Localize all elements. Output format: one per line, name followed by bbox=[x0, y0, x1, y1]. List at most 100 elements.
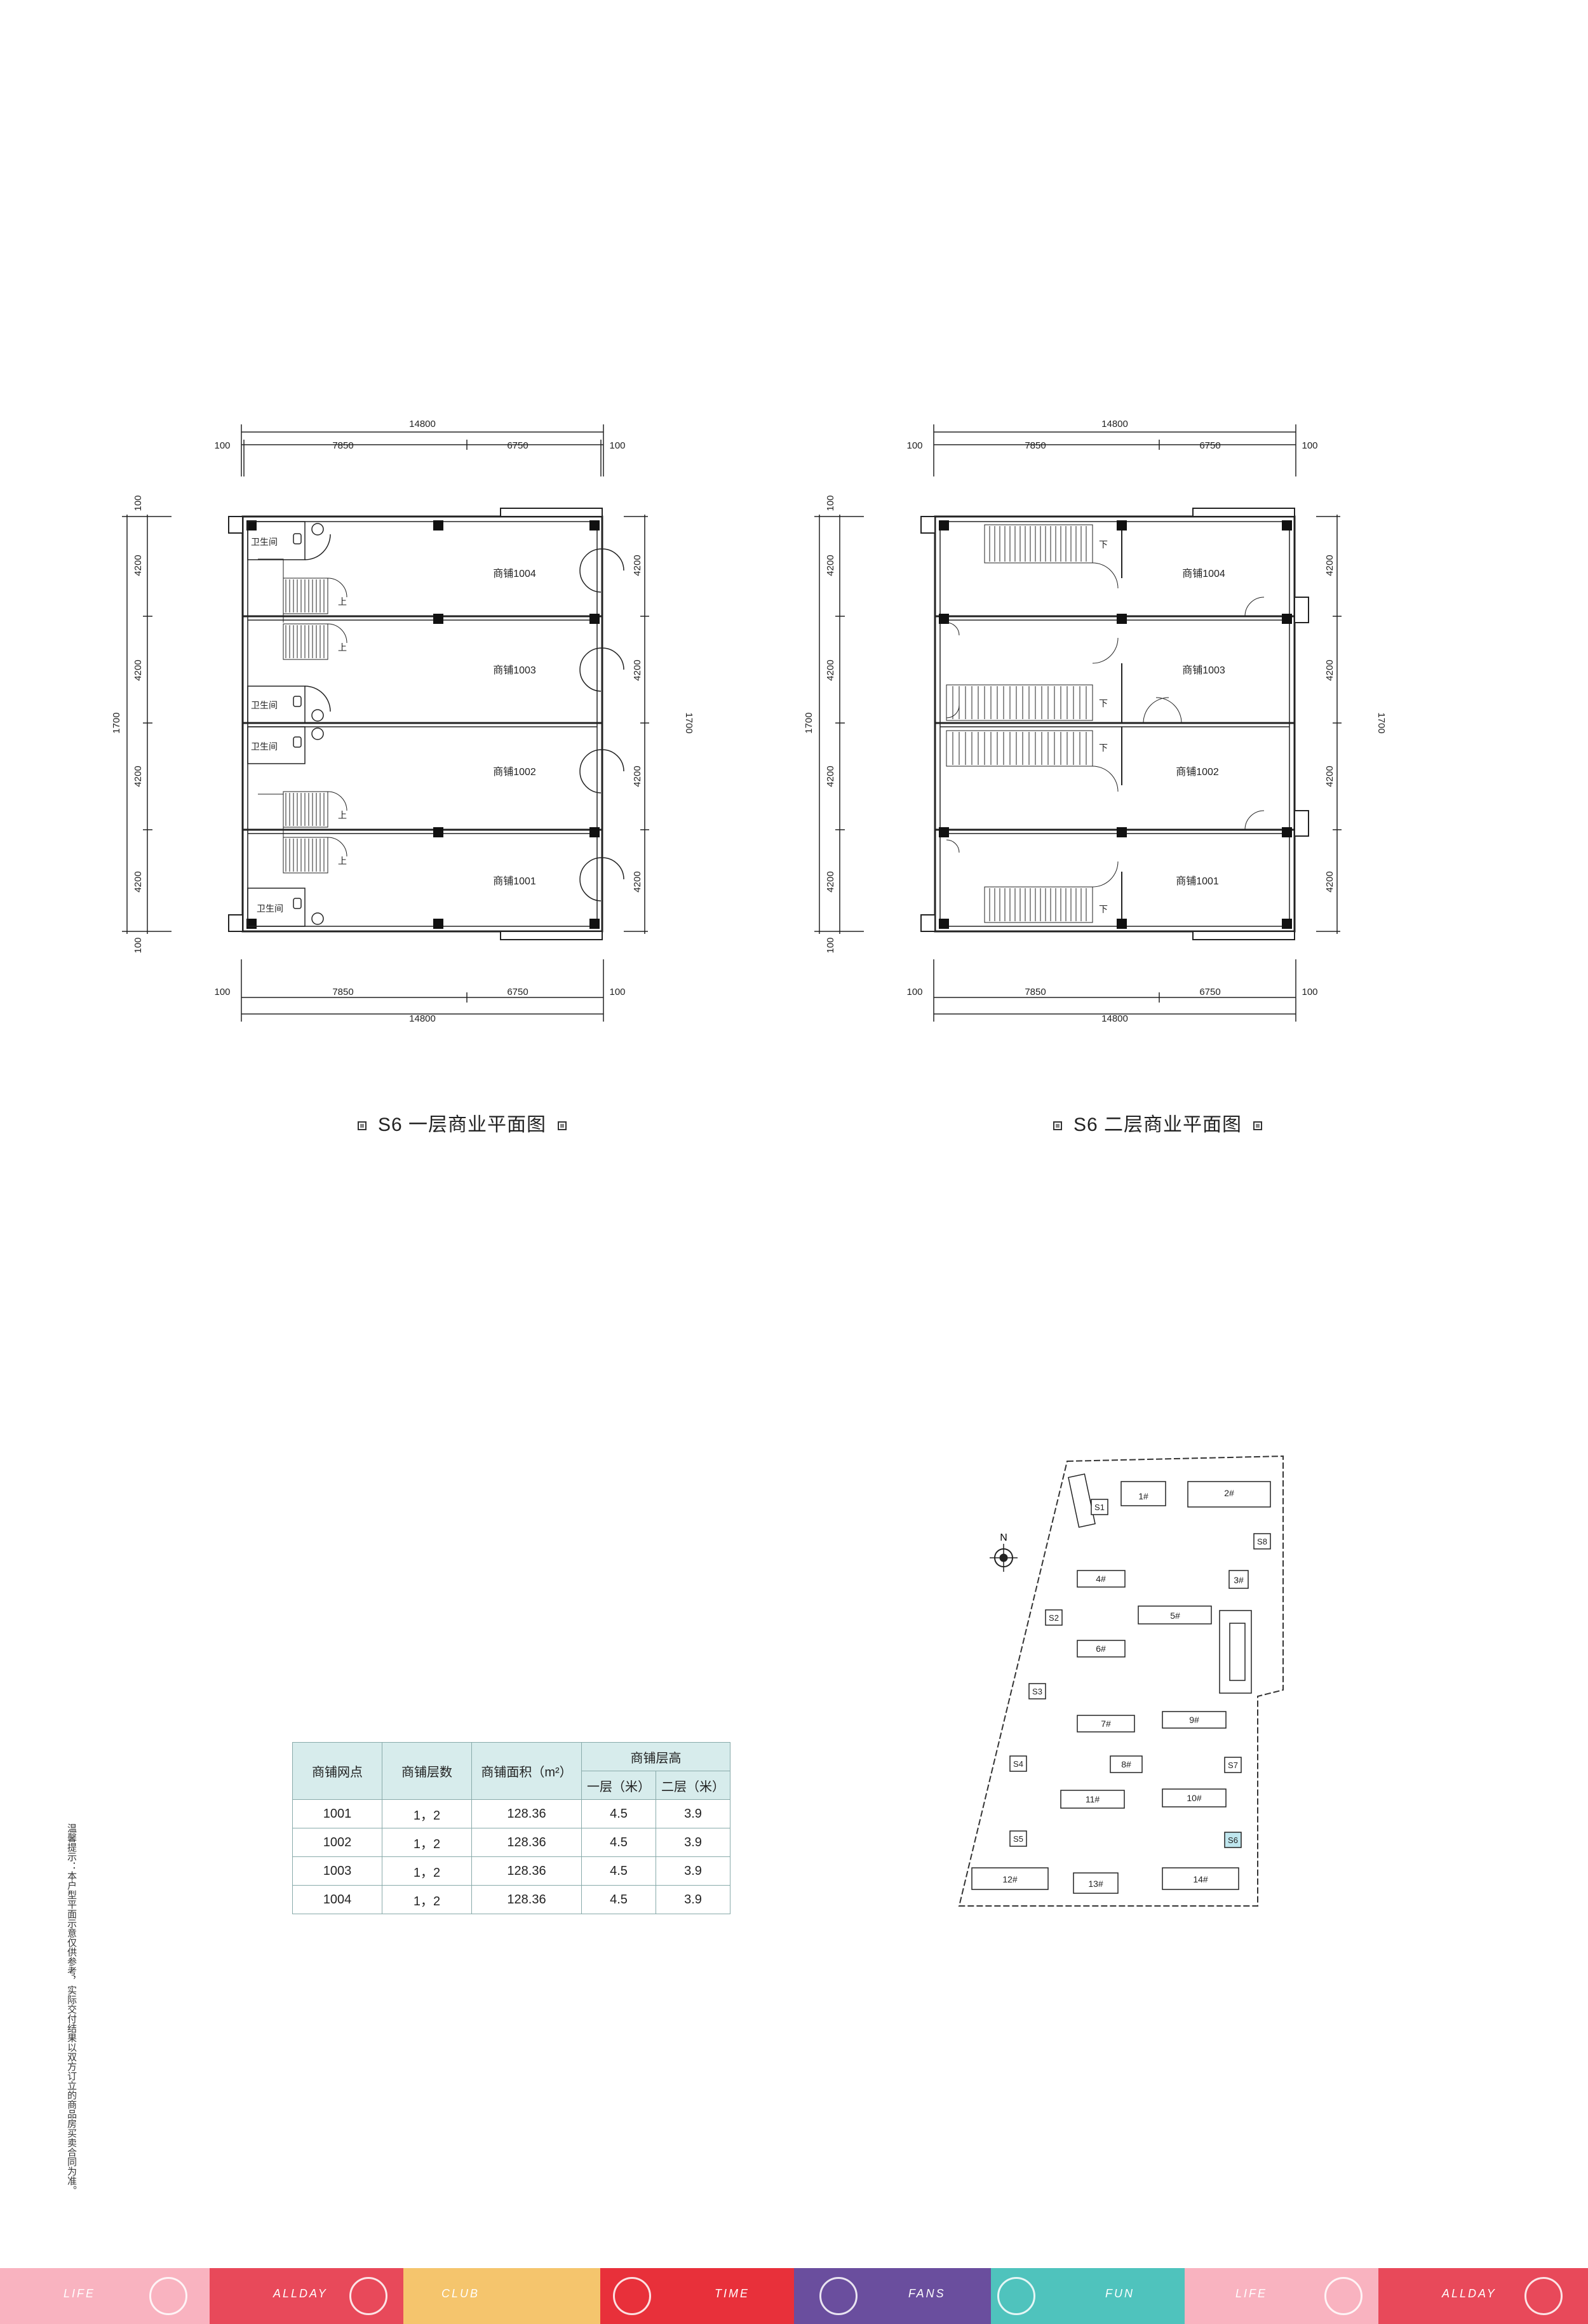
bldg-12: 12# bbox=[1002, 1874, 1018, 1884]
footer-label-fans: FANS bbox=[908, 2287, 946, 2300]
plan1-title-bullet-right bbox=[558, 1121, 567, 1131]
plan2-shop-1003: 商铺1003 bbox=[1182, 665, 1225, 676]
footer-seg-time: TIME bbox=[600, 2268, 794, 2324]
plan1-dim-bay-r1: 4200 bbox=[632, 555, 643, 576]
plan2-dim-right-bottom: 6750 bbox=[1199, 987, 1220, 997]
plan2-shop-1004: 商铺1004 bbox=[1182, 568, 1225, 579]
bldg-11: 11# bbox=[1086, 1794, 1100, 1804]
col-floors: 商铺层数 bbox=[382, 1742, 472, 1800]
bldg-9: 9# bbox=[1189, 1715, 1199, 1725]
col-height: 商铺层高 bbox=[581, 1742, 730, 1771]
cell-h1: 4.5 bbox=[581, 1856, 656, 1886]
cell-unit: 1004 bbox=[292, 1885, 382, 1914]
plan1-dim-left-bottom: 7850 bbox=[332, 987, 353, 997]
footer-band: LIFE ALLDAY CLUB TIME FANS FUN LIFE ALLD… bbox=[0, 2268, 1588, 2324]
table-row: 1001 1，2 128.36 4.5 3.9 bbox=[292, 1799, 730, 1828]
plan2-stair-down-3: 下 bbox=[1099, 743, 1108, 753]
plan2-stair-down-4: 下 bbox=[1099, 904, 1108, 914]
plan1-wc-1: 卫生间 bbox=[251, 537, 278, 547]
shop-s3: S3 bbox=[1032, 1687, 1042, 1696]
cell-floors: 1，2 bbox=[382, 1828, 472, 1857]
plan1-dim-total-top: 14800 bbox=[409, 419, 436, 429]
shop-s6-highlight: S6 bbox=[1228, 1835, 1238, 1845]
floor-plan-1: 14800 7850 6750 100 100 1700 4200 4200 4… bbox=[108, 413, 694, 1036]
cell-h1: 4.5 bbox=[581, 1885, 656, 1914]
plan2-dim-total-top: 14800 bbox=[1101, 419, 1128, 429]
plan2-dim-margin-tr: 100 bbox=[1302, 440, 1317, 451]
cell-area: 128.36 bbox=[471, 1799, 582, 1828]
plan1-dim-margin-tl: 100 bbox=[214, 440, 230, 451]
plan1-stair-up-1: 上 bbox=[338, 597, 347, 607]
col-h2: 二层（米） bbox=[656, 1771, 730, 1800]
footer-seg-fans: FANS bbox=[794, 2268, 991, 2324]
site-plan: N 1# 2# 3# 4# 5# 6# 7# 8# 9# 10# 11# 12#… bbox=[953, 1449, 1309, 1935]
plan1-dim-bay-r2: 4200 bbox=[632, 659, 643, 680]
plan2-dim-vertical-total-right: 1700 bbox=[1376, 712, 1387, 733]
plan2-title-text: S6 二层商业平面图 bbox=[1073, 1114, 1242, 1135]
plan2-dim-vertical-total: 1700 bbox=[804, 712, 814, 733]
plan2-dim-margin-br: 100 bbox=[1302, 987, 1317, 997]
cell-floors: 1，2 bbox=[382, 1885, 472, 1914]
bldg-3: 3# bbox=[1234, 1575, 1244, 1585]
table-row: 1002 1，2 128.36 4.5 3.9 bbox=[292, 1828, 730, 1857]
cell-floors: 1，2 bbox=[382, 1799, 472, 1828]
plan2-dim-bay-r1: 4200 bbox=[1324, 555, 1335, 576]
plan2-shop-1001: 商铺1001 bbox=[1176, 875, 1219, 887]
cell-area: 128.36 bbox=[471, 1885, 582, 1914]
footer-seg-allday: ALLDAY bbox=[210, 2268, 403, 2324]
plan1-dim-bay-r3: 4200 bbox=[632, 766, 643, 787]
plan2-dim-left-top: 7850 bbox=[1025, 440, 1046, 451]
eye-icon bbox=[1324, 2277, 1363, 2315]
plan1-shop-1003: 商铺1003 bbox=[493, 665, 536, 676]
plan1-shop-1002: 商铺1002 bbox=[493, 766, 536, 778]
plan1-stair-up-4: 上 bbox=[338, 856, 347, 866]
bldg-8: 8# bbox=[1121, 1759, 1131, 1769]
plan1-wc-3: 卫生间 bbox=[251, 741, 278, 752]
plan2-dim-edge-bottom: 100 bbox=[825, 937, 836, 953]
plan1-title-bullet-left bbox=[358, 1121, 367, 1131]
plan2-stair-down-1: 下 bbox=[1099, 539, 1108, 550]
footer-label-time: TIME bbox=[715, 2287, 750, 2300]
shop-s7: S7 bbox=[1228, 1760, 1238, 1770]
plan2-title-bullet-left bbox=[1053, 1121, 1062, 1131]
bldg-1: 1# bbox=[1138, 1491, 1148, 1501]
plan2-dim-left-bottom: 7850 bbox=[1025, 987, 1046, 997]
plan1-wc-4: 卫生间 bbox=[257, 903, 283, 914]
footer-label-fun: FUN bbox=[1105, 2287, 1134, 2300]
footer-seg-fun: FUN bbox=[991, 2268, 1185, 2324]
north-label: N bbox=[1000, 1532, 1007, 1543]
shop-s2: S2 bbox=[1049, 1613, 1059, 1623]
plan1-stair-up-3: 上 bbox=[338, 810, 347, 820]
plan2-dim-bay-r3: 4200 bbox=[1324, 766, 1335, 787]
plan2-stair-down-2: 下 bbox=[1099, 698, 1108, 708]
plan1-dim-right-bottom: 6750 bbox=[507, 987, 528, 997]
footer-seg-life: LIFE bbox=[0, 2268, 210, 2324]
cell-floors: 1，2 bbox=[382, 1856, 472, 1886]
plan2-title: S6 二层商业平面图 bbox=[1042, 1109, 1274, 1137]
plan1-dim-bay-4: 4200 bbox=[133, 871, 144, 892]
plan2-dim-bay-r2: 4200 bbox=[1324, 659, 1335, 680]
plan1-title: S6 一层商业平面图 bbox=[346, 1109, 578, 1137]
plan1-title-text: S6 一层商业平面图 bbox=[378, 1114, 547, 1135]
north-compass-icon bbox=[990, 1544, 1018, 1572]
plan1-dim-bay-1: 4200 bbox=[133, 555, 144, 576]
bldg-10: 10# bbox=[1187, 1793, 1202, 1803]
plan1-dim-total-bottom: 14800 bbox=[409, 1013, 436, 1024]
plan1-dim-edge-top: 100 bbox=[133, 495, 144, 511]
bldg-14: 14# bbox=[1193, 1874, 1208, 1884]
footer-label-allday: ALLDAY bbox=[273, 2287, 328, 2300]
footer-seg-life-2: LIFE bbox=[1185, 2268, 1378, 2324]
plan1-dim-bay-3: 4200 bbox=[133, 766, 144, 787]
cell-h2: 3.9 bbox=[656, 1828, 730, 1857]
bldg-7: 7# bbox=[1101, 1719, 1111, 1729]
site-plan-drawing: N 1# 2# 3# 4# 5# 6# 7# 8# 9# 10# 11# 12#… bbox=[958, 1455, 1284, 1907]
shop-spec-table: 商铺网点 商铺层数 商铺面积（m²） 商铺层高 一层（米） 二层（米） 1001… bbox=[292, 1742, 730, 1914]
col-h1: 一层（米） bbox=[581, 1771, 656, 1800]
table-row: 1003 1，2 128.36 4.5 3.9 bbox=[292, 1856, 730, 1886]
table-row: 1004 1，2 128.36 4.5 3.9 bbox=[292, 1885, 730, 1914]
shop-s4: S4 bbox=[1013, 1759, 1023, 1769]
floor-plan-1-drawing: 14800 7850 6750 100 100 1700 4200 4200 4… bbox=[111, 419, 694, 1024]
plan2-title-bullet-right bbox=[1253, 1121, 1263, 1131]
bldg-2: 2# bbox=[1224, 1488, 1234, 1498]
floor-plan-2-drawing: 14800 7850 6750 100 100 1700 4200 4200 4… bbox=[804, 419, 1387, 1024]
